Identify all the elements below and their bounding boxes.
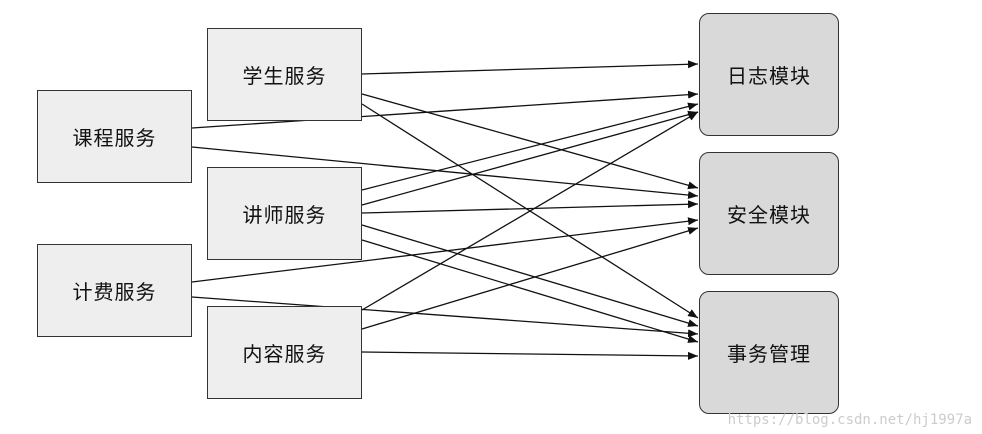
- arrow-content-to-security: [361, 227, 699, 330]
- course-service-label: 课程服务: [72, 126, 157, 150]
- log-module-label: 日志模块: [727, 64, 811, 88]
- arrow-teacher-to-log-b: [361, 110, 699, 206]
- security-module-box: 安全模块: [699, 152, 839, 275]
- arrow-course-to-log: [191, 90, 699, 129]
- billing-service-label: 计费服务: [72, 280, 157, 304]
- watermark: https://blog.csdn.net/hj1997a: [727, 412, 972, 428]
- arrow-teacher-to-log-a: [361, 102, 699, 191]
- security-module-label: 安全模块: [727, 203, 811, 227]
- arrow-teacher-to-transaction-a: [361, 224, 699, 327]
- course-service-box: 课程服务: [37, 90, 192, 183]
- arrow-student-to-security: [361, 93, 699, 190]
- arrow-course-to-security: [191, 146, 699, 200]
- arrow-teacher-to-security: [361, 200, 699, 214]
- transaction-module-label: 事务管理: [727, 342, 811, 366]
- student-service-box: 学生服务: [207, 28, 362, 121]
- teacher-service-label: 讲师服务: [242, 203, 327, 227]
- arrow-content-to-transaction: [361, 351, 699, 360]
- teacher-service-box: 讲师服务: [207, 167, 362, 260]
- billing-service-box: 计费服务: [37, 244, 192, 337]
- arrow-student-to-log: [361, 60, 699, 75]
- log-module-box: 日志模块: [699, 13, 839, 136]
- content-service-box: 内容服务: [207, 306, 362, 399]
- arrow-content-to-log: [361, 111, 699, 311]
- content-service-label: 内容服务: [242, 342, 327, 366]
- student-service-label: 学生服务: [242, 64, 327, 88]
- arrow-billing-to-transaction: [191, 296, 699, 338]
- transaction-module-box: 事务管理: [699, 291, 839, 414]
- arrow-billing-to-security: [191, 217, 699, 283]
- arrow-teacher-to-transaction-b: [361, 239, 699, 343]
